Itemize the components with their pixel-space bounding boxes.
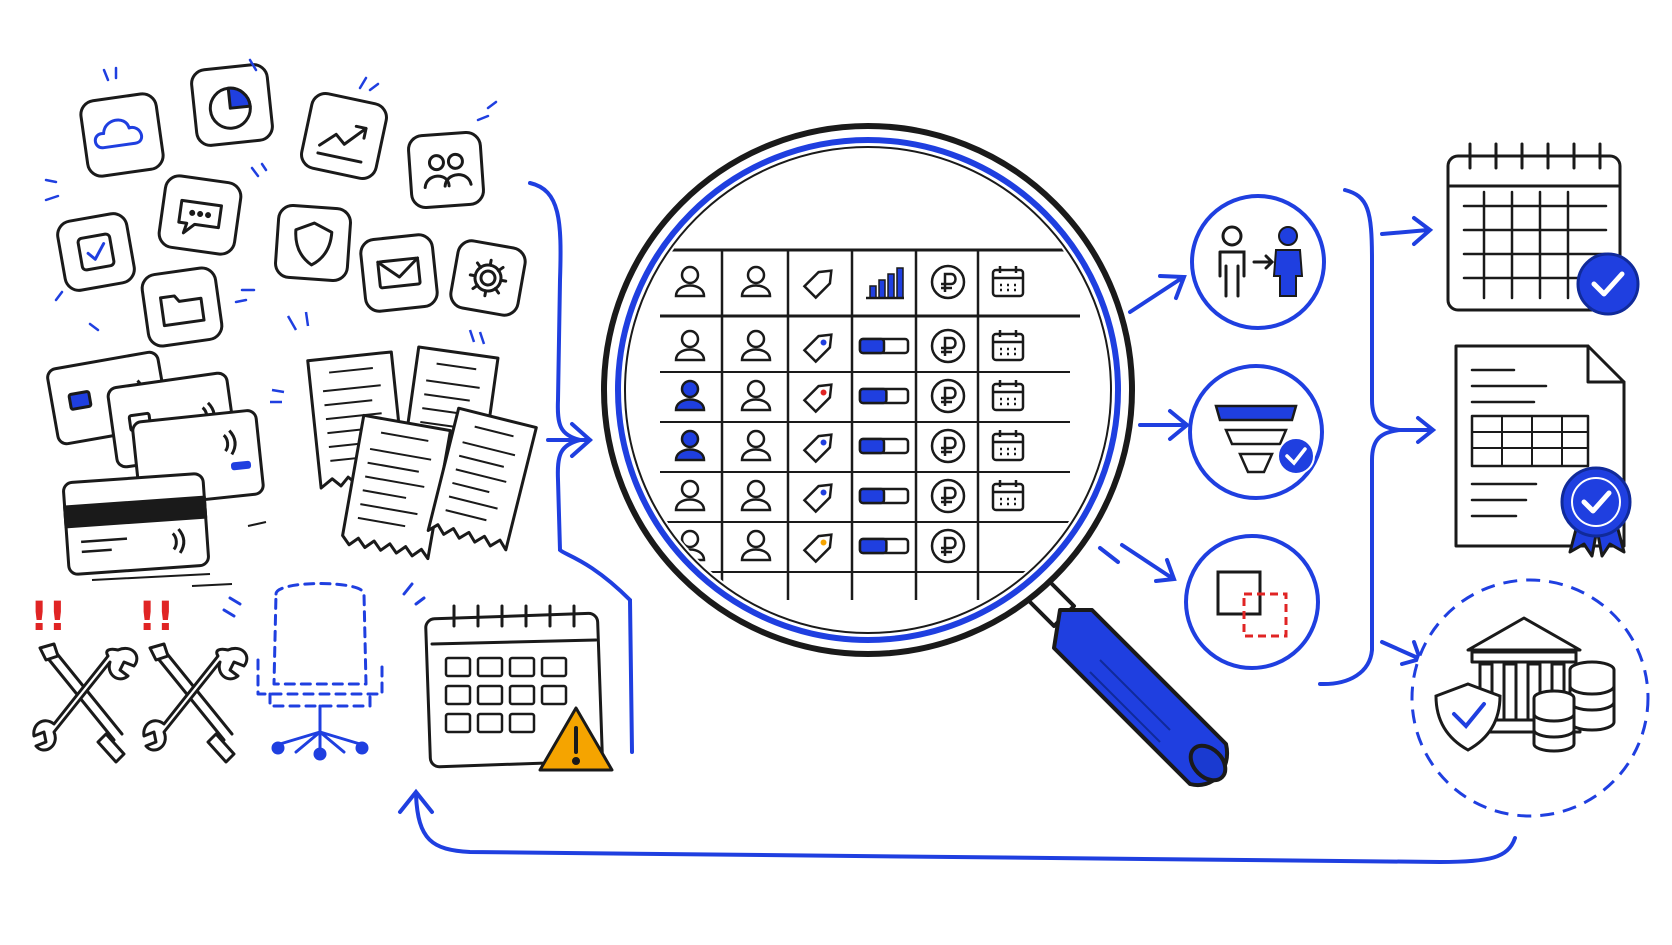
calendar-warning-icon bbox=[424, 604, 614, 772]
arrow-to-bank-outcome bbox=[1380, 640, 1423, 666]
team-icon bbox=[407, 131, 485, 209]
bank-savings-icon bbox=[1410, 578, 1650, 818]
bracket-right-connector bbox=[1318, 188, 1401, 687]
ruble-icon bbox=[930, 378, 966, 414]
motion-ticks bbox=[91, 521, 267, 587]
usage-bar bbox=[858, 437, 910, 455]
arrow-to-reassign bbox=[1128, 274, 1187, 314]
arrow-to-dedupe bbox=[1120, 543, 1177, 583]
receipt-icon bbox=[426, 406, 538, 552]
bar-chart-icon bbox=[866, 267, 904, 300]
dedupe-overlap-icon bbox=[1184, 534, 1320, 670]
certified-report-icon bbox=[1454, 344, 1632, 558]
arrow-into-lens bbox=[546, 422, 594, 458]
cloud-icon bbox=[79, 92, 165, 178]
checkbox-icon bbox=[56, 212, 136, 292]
lens-usage-table bbox=[640, 248, 1108, 600]
price-tag-icon bbox=[802, 383, 833, 414]
folder-icon bbox=[140, 266, 224, 348]
reassign-user-icon bbox=[1190, 194, 1326, 330]
user-icon bbox=[740, 429, 772, 462]
magnifier-handle bbox=[1024, 576, 1230, 788]
bank-cards-stack bbox=[46, 350, 267, 587]
receipt-icon bbox=[341, 413, 452, 561]
user-icon bbox=[674, 329, 706, 362]
calendar-check-icon bbox=[1446, 142, 1640, 316]
user-icon bbox=[740, 529, 772, 562]
arrow-to-calendar-outcome bbox=[1380, 216, 1434, 246]
ruble-icon bbox=[930, 428, 966, 464]
price-tag-icon bbox=[802, 269, 833, 300]
arrow-to-funnel bbox=[1138, 409, 1191, 441]
alert-marks: !! bbox=[30, 594, 66, 640]
calendar-icon bbox=[991, 430, 1025, 462]
ruble-icon bbox=[930, 478, 966, 514]
broken-tools-icon bbox=[142, 642, 249, 764]
usage-bar bbox=[858, 337, 910, 355]
price-tag-icon bbox=[802, 533, 833, 564]
price-tag-icon bbox=[802, 483, 833, 514]
calendar-icon bbox=[991, 480, 1025, 512]
ruble-icon bbox=[930, 328, 966, 364]
chat-icon bbox=[157, 174, 243, 256]
usage-bar bbox=[858, 487, 910, 505]
user-icon bbox=[674, 379, 706, 412]
user-icon bbox=[740, 265, 772, 298]
arrow-to-report-outcome bbox=[1398, 416, 1437, 444]
funnel-check-icon bbox=[1188, 364, 1324, 500]
user-icon bbox=[674, 265, 706, 298]
ruble-icon bbox=[930, 528, 966, 564]
usage-bar bbox=[858, 387, 910, 405]
shield-icon bbox=[274, 204, 352, 282]
user-icon bbox=[674, 429, 706, 462]
calendar-icon bbox=[991, 330, 1025, 362]
ruble-icon bbox=[930, 264, 966, 300]
feedback-arrowhead bbox=[398, 788, 434, 814]
alert-marks: !! bbox=[138, 594, 174, 640]
user-icon bbox=[740, 329, 772, 362]
trend-chart-icon bbox=[300, 92, 388, 180]
broken-tools-icon bbox=[32, 642, 139, 764]
price-tag-icon bbox=[802, 433, 833, 464]
user-icon bbox=[740, 479, 772, 512]
gear-icon bbox=[449, 239, 527, 317]
dash-mark bbox=[1098, 546, 1120, 564]
receipts-stack bbox=[270, 311, 538, 561]
user-icon bbox=[740, 379, 772, 412]
user-icon bbox=[674, 479, 706, 512]
feedback-loop-connector bbox=[414, 793, 1517, 865]
mail-icon bbox=[359, 233, 439, 313]
calendar-icon bbox=[991, 266, 1025, 298]
usage-bar bbox=[858, 537, 910, 555]
motion-ticks bbox=[44, 58, 498, 332]
motion-ticks bbox=[270, 311, 486, 404]
saas-icon-cluster bbox=[56, 63, 527, 348]
bank-card-icon bbox=[62, 472, 210, 576]
price-tag-icon bbox=[802, 333, 833, 364]
pie-chart-icon bbox=[190, 63, 274, 147]
flow-connectors bbox=[398, 181, 1517, 865]
empty-chair-icon bbox=[222, 582, 426, 761]
calendar-icon bbox=[991, 380, 1025, 412]
